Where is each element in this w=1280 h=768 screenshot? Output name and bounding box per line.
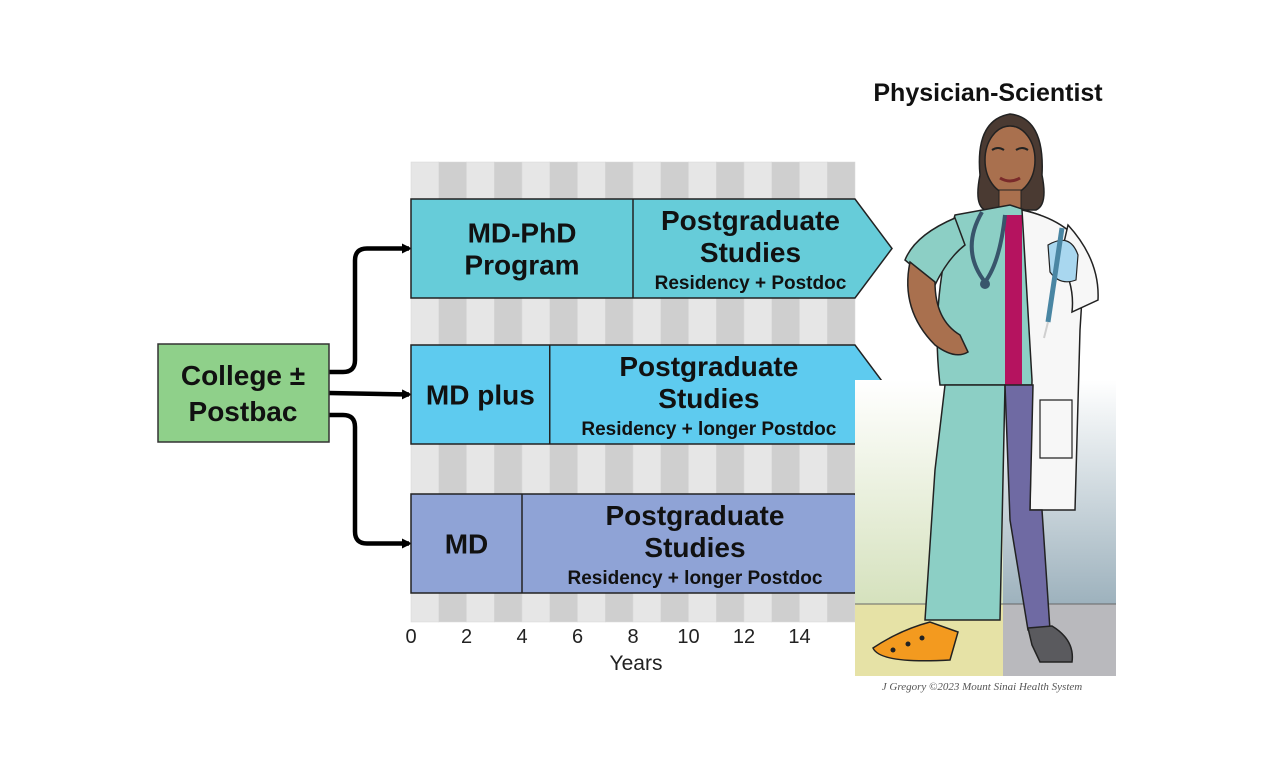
source-box-line-1: College ± [181, 360, 305, 391]
program-label: MD plus [426, 380, 535, 411]
postgrad-sublabel: Residency + Postdoc [655, 273, 847, 294]
x-tick-label: 10 [677, 626, 699, 648]
connector-arrow [328, 389, 412, 400]
track-chevron [410, 198, 893, 299]
postgrad-label: Postgraduate [661, 205, 840, 236]
postgrad-sublabel: Residency + longer Postdoc [581, 419, 836, 440]
connector-arrow [329, 243, 412, 375]
connector-arrows [328, 243, 412, 549]
program-label: MD-PhD [468, 218, 577, 249]
postgrad-label: Studies [658, 383, 759, 414]
x-tick-label: 12 [733, 626, 755, 648]
physician-scientist-illustration [855, 113, 1116, 676]
x-tick-label: 6 [572, 626, 583, 648]
x-tick-label: 14 [788, 626, 810, 648]
figure-title: Physician-Scientist [873, 79, 1103, 107]
postgrad-label: Studies [644, 532, 745, 563]
source-box-line-2: Postbac [189, 396, 298, 427]
x-axis-label: Years [610, 652, 663, 675]
postgrad-label: Postgraduate [606, 500, 785, 531]
image-credit: J Gregory ©2023 Mount Sinai Health Syste… [882, 681, 1082, 693]
x-tick-label: 0 [405, 626, 416, 648]
program-label: Program [464, 250, 579, 281]
program-label: MD [445, 529, 489, 560]
x-tick-label: 2 [461, 626, 472, 648]
x-tick-label: 4 [516, 626, 527, 648]
track-list: MD-PhDProgramPostgraduateStudiesResidenc… [410, 198, 893, 594]
postgrad-label: Studies [700, 237, 801, 268]
x-tick-label: 8 [627, 626, 638, 648]
source-box: College ± Postbac [157, 343, 330, 443]
postgrad-label: Postgraduate [619, 351, 798, 382]
x-axis: Years 0 2 4 6 8 10 12 14 [405, 626, 810, 675]
connector-arrow [329, 412, 412, 549]
postgrad-sublabel: Residency + longer Postdoc [567, 568, 822, 589]
